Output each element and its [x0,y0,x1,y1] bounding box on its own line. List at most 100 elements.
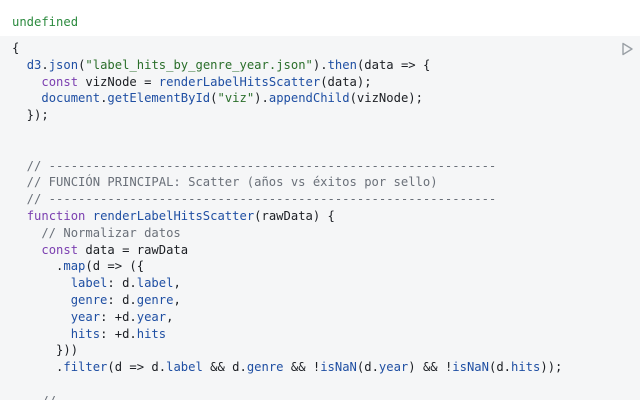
code-token: , [166,309,174,324]
code-token [12,327,71,341]
code-token: (data); [320,74,372,89]
code-token: hits [511,360,541,375]
code-token [85,209,92,223]
code-token: ) && ! [408,360,453,375]
code-token [12,91,41,105]
code-token [12,75,41,89]
code-token: }); [12,108,49,123]
code-token [12,58,27,72]
code-token: // Normalizar datos [12,225,181,240]
code-line: // -------------------------------------… [12,158,562,175]
code-token: , [173,276,181,291]
code-token [12,243,41,257]
code-token: renderLabelHitsScatter [92,208,255,223]
code-line: // FUNCIÓN PRINCIPAL: Scatter (años vs é… [12,174,562,191]
code-line: .map(d => ({ [12,258,562,275]
code-token: data = rawData [78,242,189,257]
code-line: .filter(d => d.label && d.genre && !isNa… [12,359,562,376]
code-token: label [166,360,203,375]
code-line: // -------------------------------------… [12,191,562,208]
code-token: appendChild [268,91,350,106]
code-token: isNaN [320,360,357,375]
code-line: }); [12,107,562,124]
code-token: then [327,57,357,72]
code-token [12,293,71,307]
code-token: genre [246,360,284,375]
code-token: renderLabelHitsScatter [158,74,321,89]
code-token: function [26,208,86,223]
code-token: document [41,91,101,106]
code-token [12,276,71,290]
code-token: : d. [107,276,137,291]
code-token: hits [70,326,101,341]
code-line: const data = rawData [12,242,562,259]
code-token: . [12,360,64,375]
code-token: genre [70,292,108,307]
code-token: filter [63,360,108,375]
code-token: label [70,276,108,291]
code-token: : +d. [100,309,137,324]
code-token [12,310,71,324]
code-token: (d. [356,360,379,375]
code-token: map [63,259,86,274]
code-token: genre [136,292,174,307]
code-token: . [12,259,64,274]
code-line: })) [12,342,562,359]
code-token: (d => ({ [85,259,145,274]
code-token: hits [136,326,167,341]
code-line: // Normalizar datos [12,225,562,242]
code-token: year [70,309,101,324]
code-line: year: +d.year, [12,309,562,326]
code-token: // -------------------------------------… [12,158,497,173]
code-token: (d => d. [107,360,167,375]
code-token: "viz" [217,91,255,106]
code-token: . [41,57,49,72]
code-line: label: d.label, [12,275,562,292]
code-token: ( [78,57,86,72]
code-token: (data => { [356,57,431,72]
code-token: ). [254,91,269,106]
code-token: (vizNode); [349,91,423,106]
code-token: ( [210,91,218,106]
code-cell[interactable]: { d3.json("label_hits_by_genre_year.json… [0,36,640,400]
code-token: // FUNCIÓN PRINCIPAL: Scatter (años vs é… [12,175,438,190]
code-token: json [48,57,79,72]
code-token: . [100,91,108,106]
code-line [12,376,562,393]
code-line: function renderLabelHitsScatter(rawData)… [12,208,562,225]
code-token: ). [312,57,328,72]
code-line: d3.json("label_hits_by_genre_year.json")… [12,57,562,74]
code-line: document.getElementById("viz").appendChi… [12,90,562,107]
code-token: const [41,242,79,257]
code-line: hits: +d.hits [12,326,562,343]
code-token: // -------------------------------------… [12,192,497,207]
code-token: && ! [283,360,321,375]
code-token: (d. [488,360,511,375]
code-token: : d. [107,292,137,307]
code-token: })) [12,343,79,358]
code-token: year [378,360,409,375]
code-editor[interactable]: { d3.json("label_hits_by_genre_year.json… [12,40,562,400]
play-icon[interactable] [620,42,634,56]
code-token: )); [540,360,563,375]
code-token: label [136,276,174,291]
code-token: && d. [202,360,247,375]
code-line: genre: d.genre, [12,292,562,309]
code-token [12,209,27,223]
code-line: { [12,40,562,57]
code-token: year [136,309,167,324]
cell-output: undefined [12,15,79,29]
code-line [12,124,562,141]
code-token: // -------------------------------------… [12,394,511,400]
code-token: vizNode = [78,74,159,89]
code-token: d3 [26,57,42,72]
code-line [12,141,562,158]
code-token: : +d. [100,326,137,341]
code-token: (rawData) { [254,208,335,223]
code-token: { [12,41,20,55]
code-token: isNaN [452,360,489,375]
code-token: , [173,292,181,307]
code-token: const [41,74,79,89]
code-line: const vizNode = renderLabelHitsScatter(d… [12,74,562,91]
code-line: // -------------------------------------… [12,393,562,400]
